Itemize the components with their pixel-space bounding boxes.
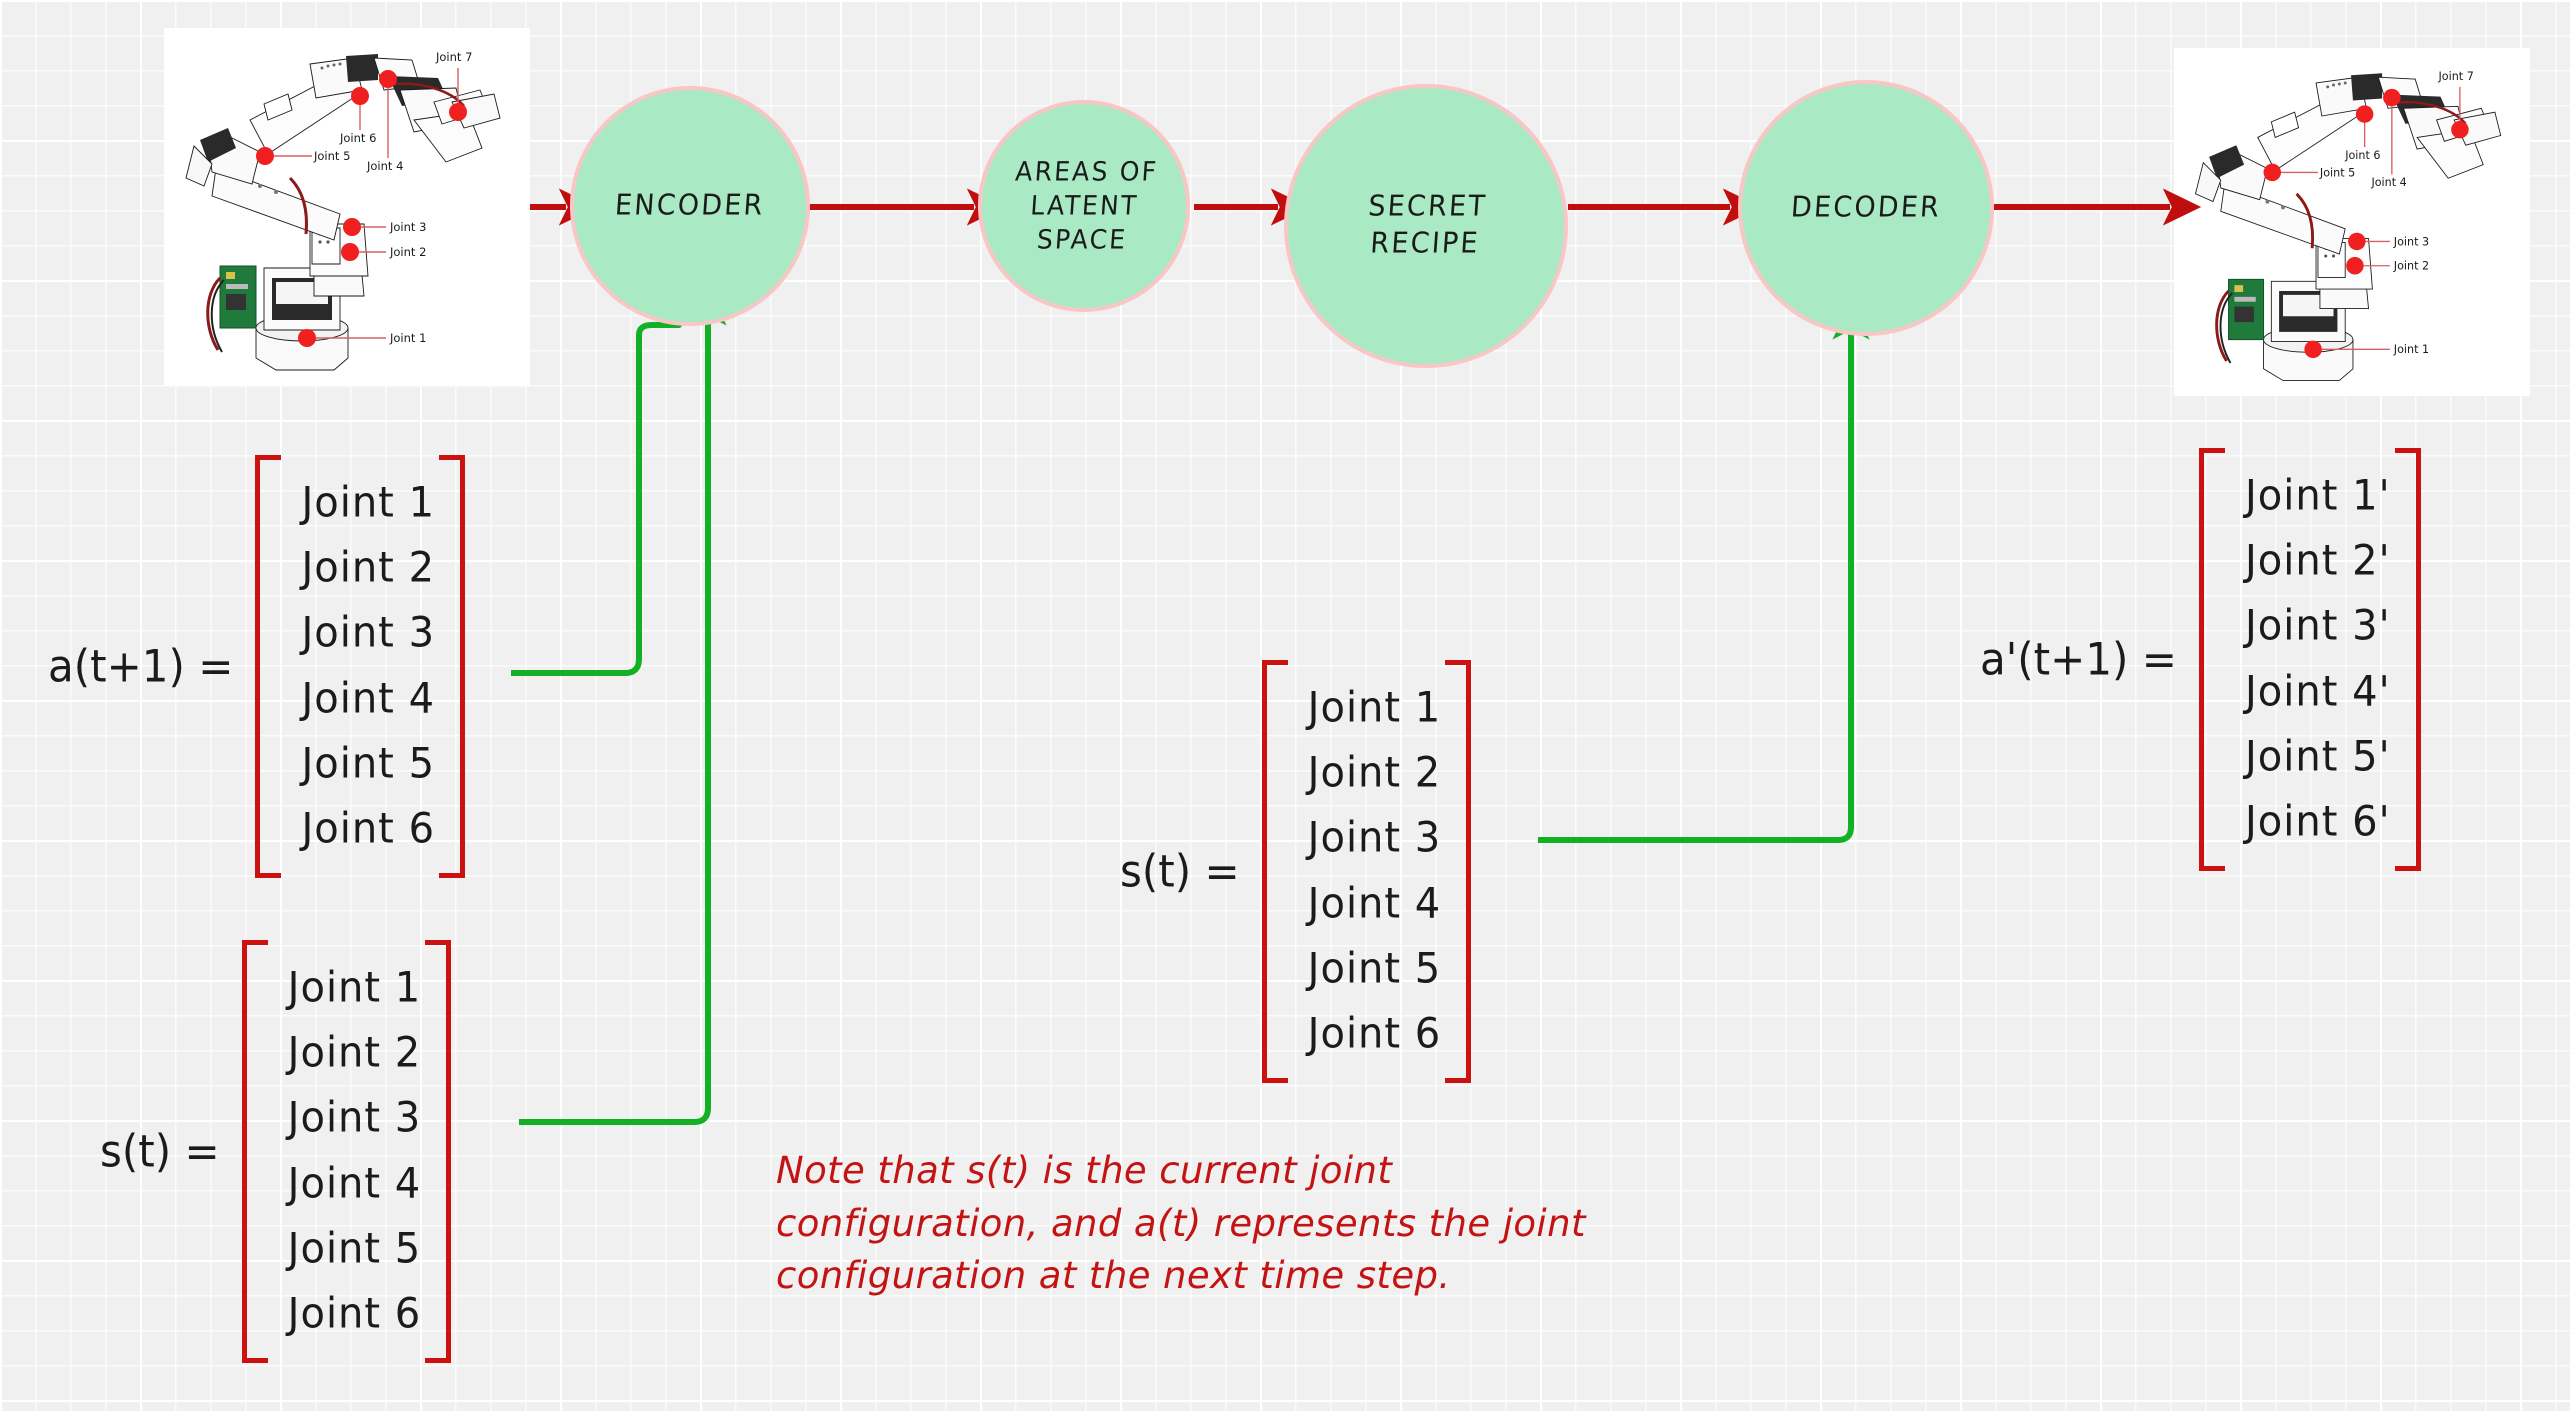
matrix-row: Joint 4 (1307, 879, 1442, 928)
matrix-row: Joint 6 (1307, 1009, 1442, 1058)
joint-1-label: Joint 1 (389, 331, 426, 345)
explanatory-note: Note that s(t) is the current joint conf… (776, 1149, 1586, 1298)
matrix-row: Joint 5 (301, 739, 436, 788)
matrix-action-next-lhs: a(t+1) = (48, 640, 234, 693)
matrix-row: Joint 1' (2244, 472, 2391, 520)
matrix-state-left-lhs: s(t) = (100, 1125, 220, 1178)
matrix-row: Joint 2 (1307, 749, 1442, 798)
matrix-state-mid: s(t) = Joint 1 Joint 2 Joint 3 Joint 4 J… (1120, 660, 1472, 1084)
matrix-state-mid-bracket: Joint 1 Joint 2 Joint 3 Joint 4 Joint 5 … (1261, 660, 1472, 1084)
node-secret-recipe-label: SECRET RECIPE (1366, 190, 1488, 260)
matrix-row: Joint 2' (2244, 537, 2391, 586)
matrix-row: Joint 5 (1307, 944, 1442, 993)
matrix-state-left-bracket: Joint 1 Joint 2 Joint 3 Joint 4 Joint 5 … (241, 940, 452, 1364)
matrix-state-mid-lhs: s(t) = (1120, 845, 1240, 898)
robot-arm-input-photo: Joint 1 Joint 2 Joint 3 Joint 4 Joint 5 … (164, 28, 530, 386)
node-latent-label: AREAS OF LATENT SPACE (1013, 156, 1159, 255)
robot-arm-output-photo: Joint 1 Joint 2 Joint 3 Joint 4 Joint 5 … (2174, 48, 2530, 396)
node-latent[interactable]: AREAS OF LATENT SPACE (978, 100, 1190, 312)
node-encoder-label: ENCODER (614, 188, 766, 222)
node-decoder[interactable]: DECODER (1738, 80, 1994, 336)
matrix-row: Joint 3 (287, 1094, 422, 1143)
joint-7-label: Joint 7 (2438, 70, 2474, 83)
matrix-row: Joint 5' (2244, 732, 2391, 781)
joint-7-label: Joint 7 (435, 50, 472, 64)
joint-1-label: Joint 1 (2393, 343, 2429, 356)
matrix-row: Joint 1 (1307, 684, 1442, 732)
matrix-action-next-prime-bracket: Joint 1' Joint 2' Joint 3' Joint 4' Join… (2198, 448, 2421, 872)
arrow-state-left-to-encoder (519, 287, 727, 1125)
matrix-row: Joint 4 (301, 674, 436, 723)
joint-6-label: Joint 6 (339, 131, 376, 145)
node-secret-recipe[interactable]: SECRET RECIPE (1284, 84, 1568, 368)
matrix-row: Joint 2 (287, 1029, 422, 1078)
joint-4-label: Joint 4 (2370, 176, 2406, 189)
node-encoder[interactable]: ENCODER (570, 86, 810, 326)
arrow-state-mid-to-decoder (1538, 301, 1870, 843)
arrow-action-to-encoder (511, 287, 698, 676)
matrix-row: Joint 4' (2244, 667, 2391, 716)
matrix-row: Joint 5 (287, 1224, 422, 1273)
matrix-row: Joint 1 (301, 479, 436, 527)
joint-4-label: Joint 4 (366, 159, 403, 173)
joint-2-label: Joint 2 (389, 245, 426, 259)
matrix-row: Joint 3 (301, 609, 436, 658)
matrix-action-next-prime: a'(t+1) = Joint 1' Joint 2' Joint 3' Joi… (1980, 448, 2421, 872)
matrix-row: Joint 2 (301, 544, 436, 593)
joint-2-label: Joint 2 (2393, 260, 2429, 273)
joint-3-label: Joint 3 (389, 220, 426, 234)
joint-5-label: Joint 5 (313, 149, 350, 163)
matrix-row: Joint 6' (2244, 797, 2391, 846)
matrix-row: Joint 1 (287, 964, 422, 1012)
matrix-action-next: a(t+1) = Joint 1 Joint 2 Joint 3 Joint 4… (48, 455, 465, 879)
node-decoder-label: DECODER (1789, 190, 1943, 224)
matrix-row: Joint 3' (2244, 602, 2391, 651)
matrix-state-left: s(t) = Joint 1 Joint 2 Joint 3 Joint 4 J… (100, 940, 452, 1364)
matrix-row: Joint 4 (287, 1159, 422, 1208)
matrix-action-next-bracket: Joint 1 Joint 2 Joint 3 Joint 4 Joint 5 … (255, 455, 465, 879)
joint-3-label: Joint 3 (2393, 235, 2429, 248)
joint-5-label: Joint 5 (2319, 166, 2355, 179)
joint-6-label: Joint 6 (2344, 149, 2380, 162)
matrix-row: Joint 6 (301, 804, 436, 853)
matrix-action-next-prime-lhs: a'(t+1) = (1980, 633, 2177, 686)
matrix-row: Joint 3 (1307, 814, 1442, 863)
matrix-row: Joint 6 (287, 1289, 422, 1338)
